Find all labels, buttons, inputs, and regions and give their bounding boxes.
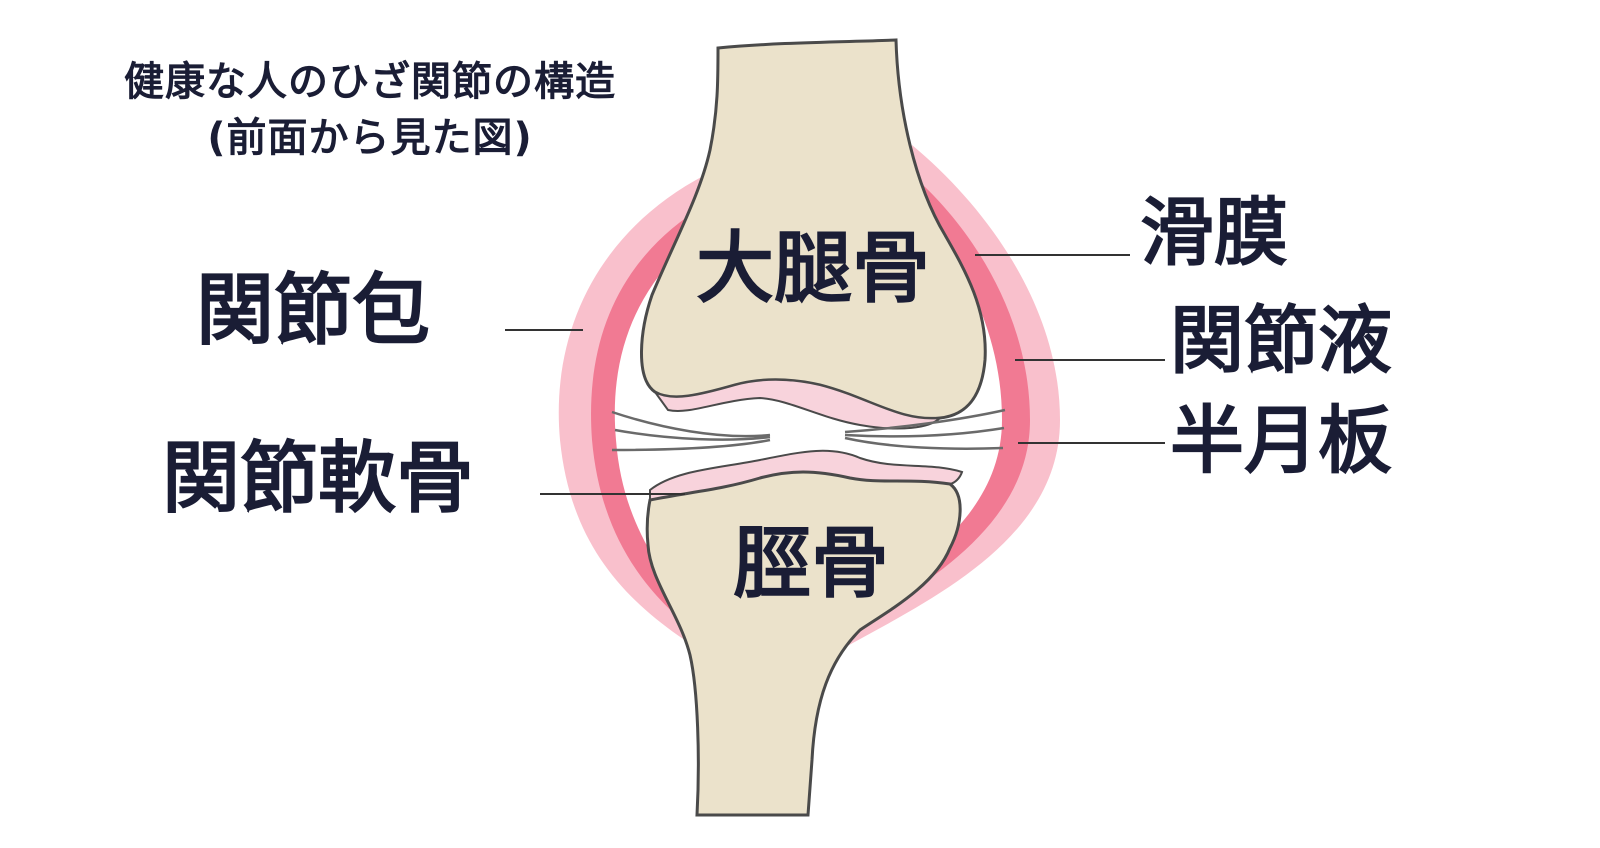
diagram-title: 健康な人のひざ関節の構造 [124,59,616,105]
tibia-shape [645,470,962,817]
meniscus-left [611,410,771,452]
label-articular-cartilage: 関節軟骨 [162,434,475,524]
label-joint-capsule: 関節包 [196,266,431,356]
diagram-subtitle: (前面から見た図) [207,115,533,161]
label-synovium: 滑膜 [1140,190,1288,276]
meniscus-right [844,408,1006,450]
label-femur: 大腿骨 [696,224,931,314]
label-tibia: 脛骨 [733,519,890,609]
label-meniscus: 半月板 [1170,398,1392,484]
label-synovial-fluid: 関節液 [1170,298,1392,384]
femur-cartilage [654,378,943,430]
